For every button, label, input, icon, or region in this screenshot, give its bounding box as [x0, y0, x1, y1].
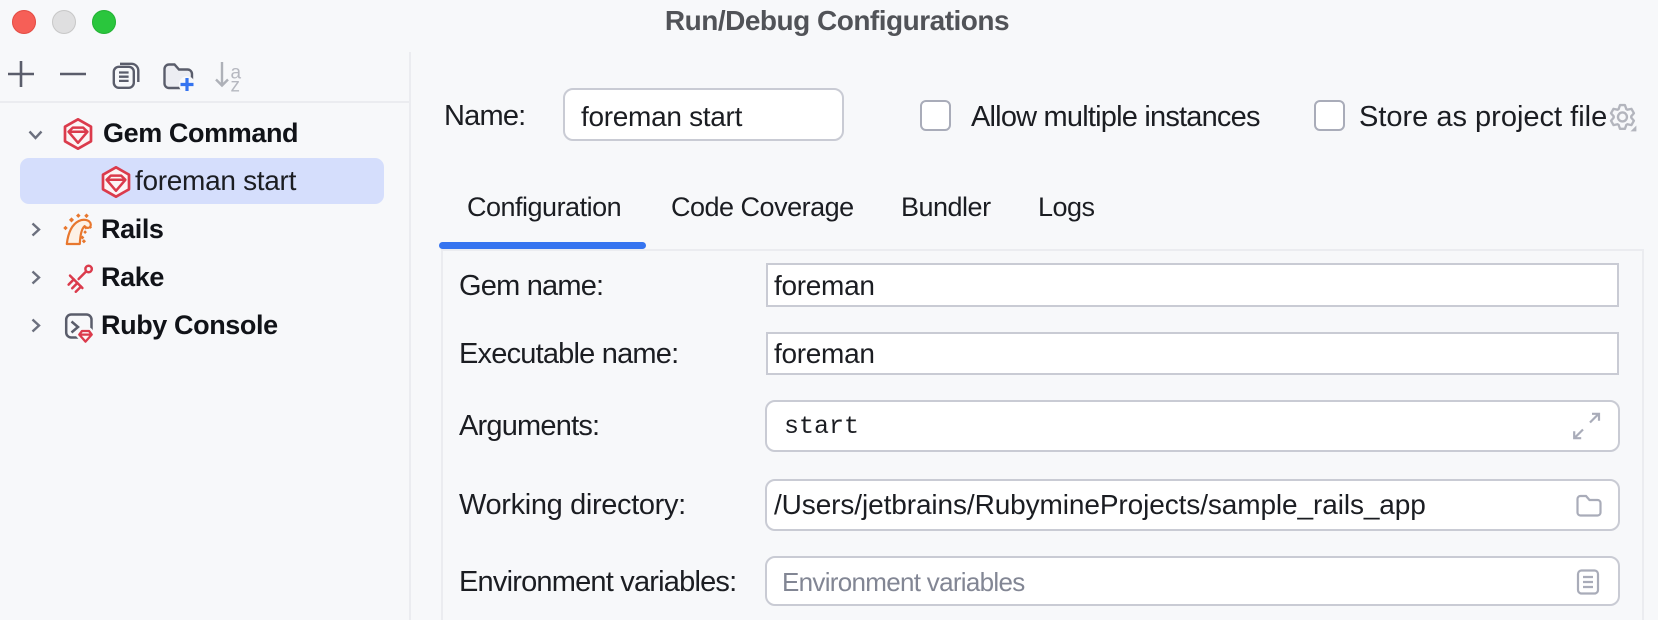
svg-text:z: z	[231, 76, 241, 93]
svg-text:a: a	[231, 63, 242, 84]
